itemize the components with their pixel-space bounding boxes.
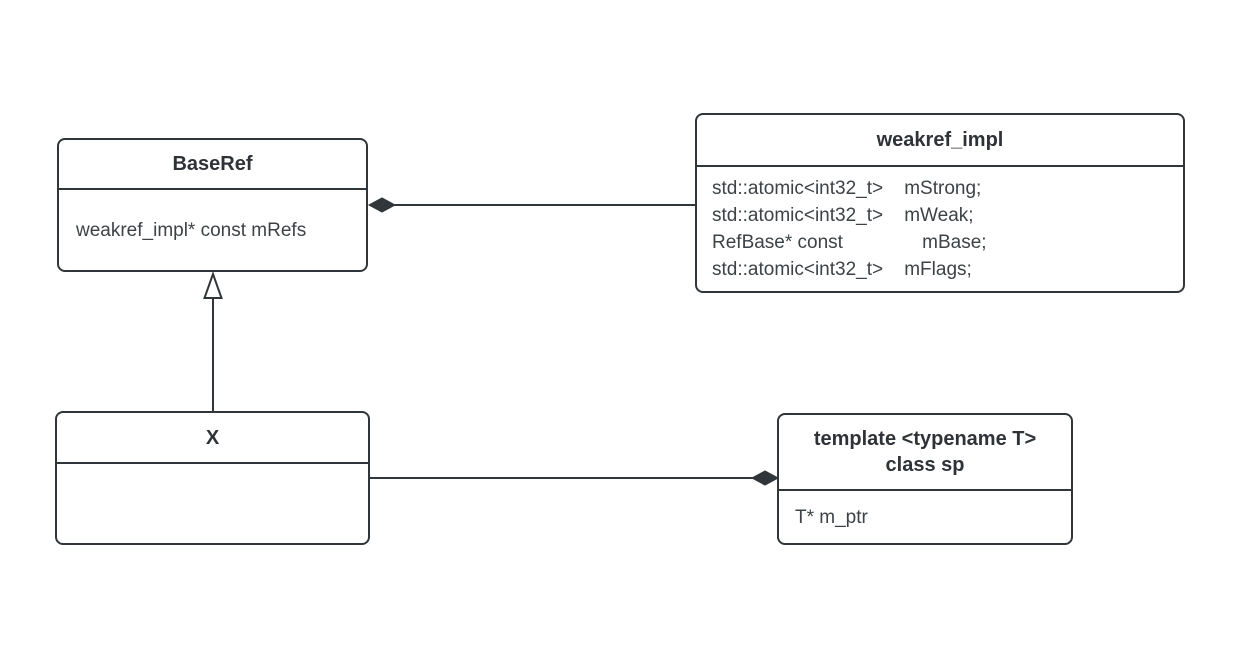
edge-baseref-weakref-aggregation [367,197,696,213]
edge-x-sp-aggregation [369,470,780,486]
class-box-baseref: BaseRef weakref_impl* const mRefs [57,138,368,272]
filled-diamond-icon [367,197,397,213]
edge-x-baseref-inheritance [203,271,223,412]
member-row: std::atomic<int32_t> mStrong; [712,178,982,199]
member-row: RefBase* const mBase; [712,232,987,253]
member-row: std::atomic<int32_t> mFlags; [712,259,972,280]
class-title: X [57,413,368,464]
class-box-x: X [55,411,370,545]
class-box-sp-template: template <typename T> class sp T* m_ptr [777,413,1073,545]
class-members: weakref_impl* const mRefs [59,190,366,270]
class-box-weakref-impl: weakref_impl std::atomic<int32_t> mStron… [695,113,1185,293]
class-members: T* m_ptr [779,491,1071,543]
member-row: std::atomic<int32_t> mWeak; [712,205,974,226]
class-members: std::atomic<int32_t> mStrong; std::atomi… [697,167,1183,291]
member-row: T* m_ptr [795,506,868,528]
class-title: BaseRef [59,140,366,190]
hollow-triangle-icon [203,271,223,299]
class-title: weakref_impl [697,115,1183,167]
class-title-line1: template <typename T> [813,428,1037,450]
class-title-line2: class sp [885,454,965,476]
filled-diamond-icon [750,470,780,486]
class-title: template <typename T> class sp [779,415,1071,491]
class-members-empty [57,464,368,543]
member-row: weakref_impl* const mRefs [76,219,307,241]
